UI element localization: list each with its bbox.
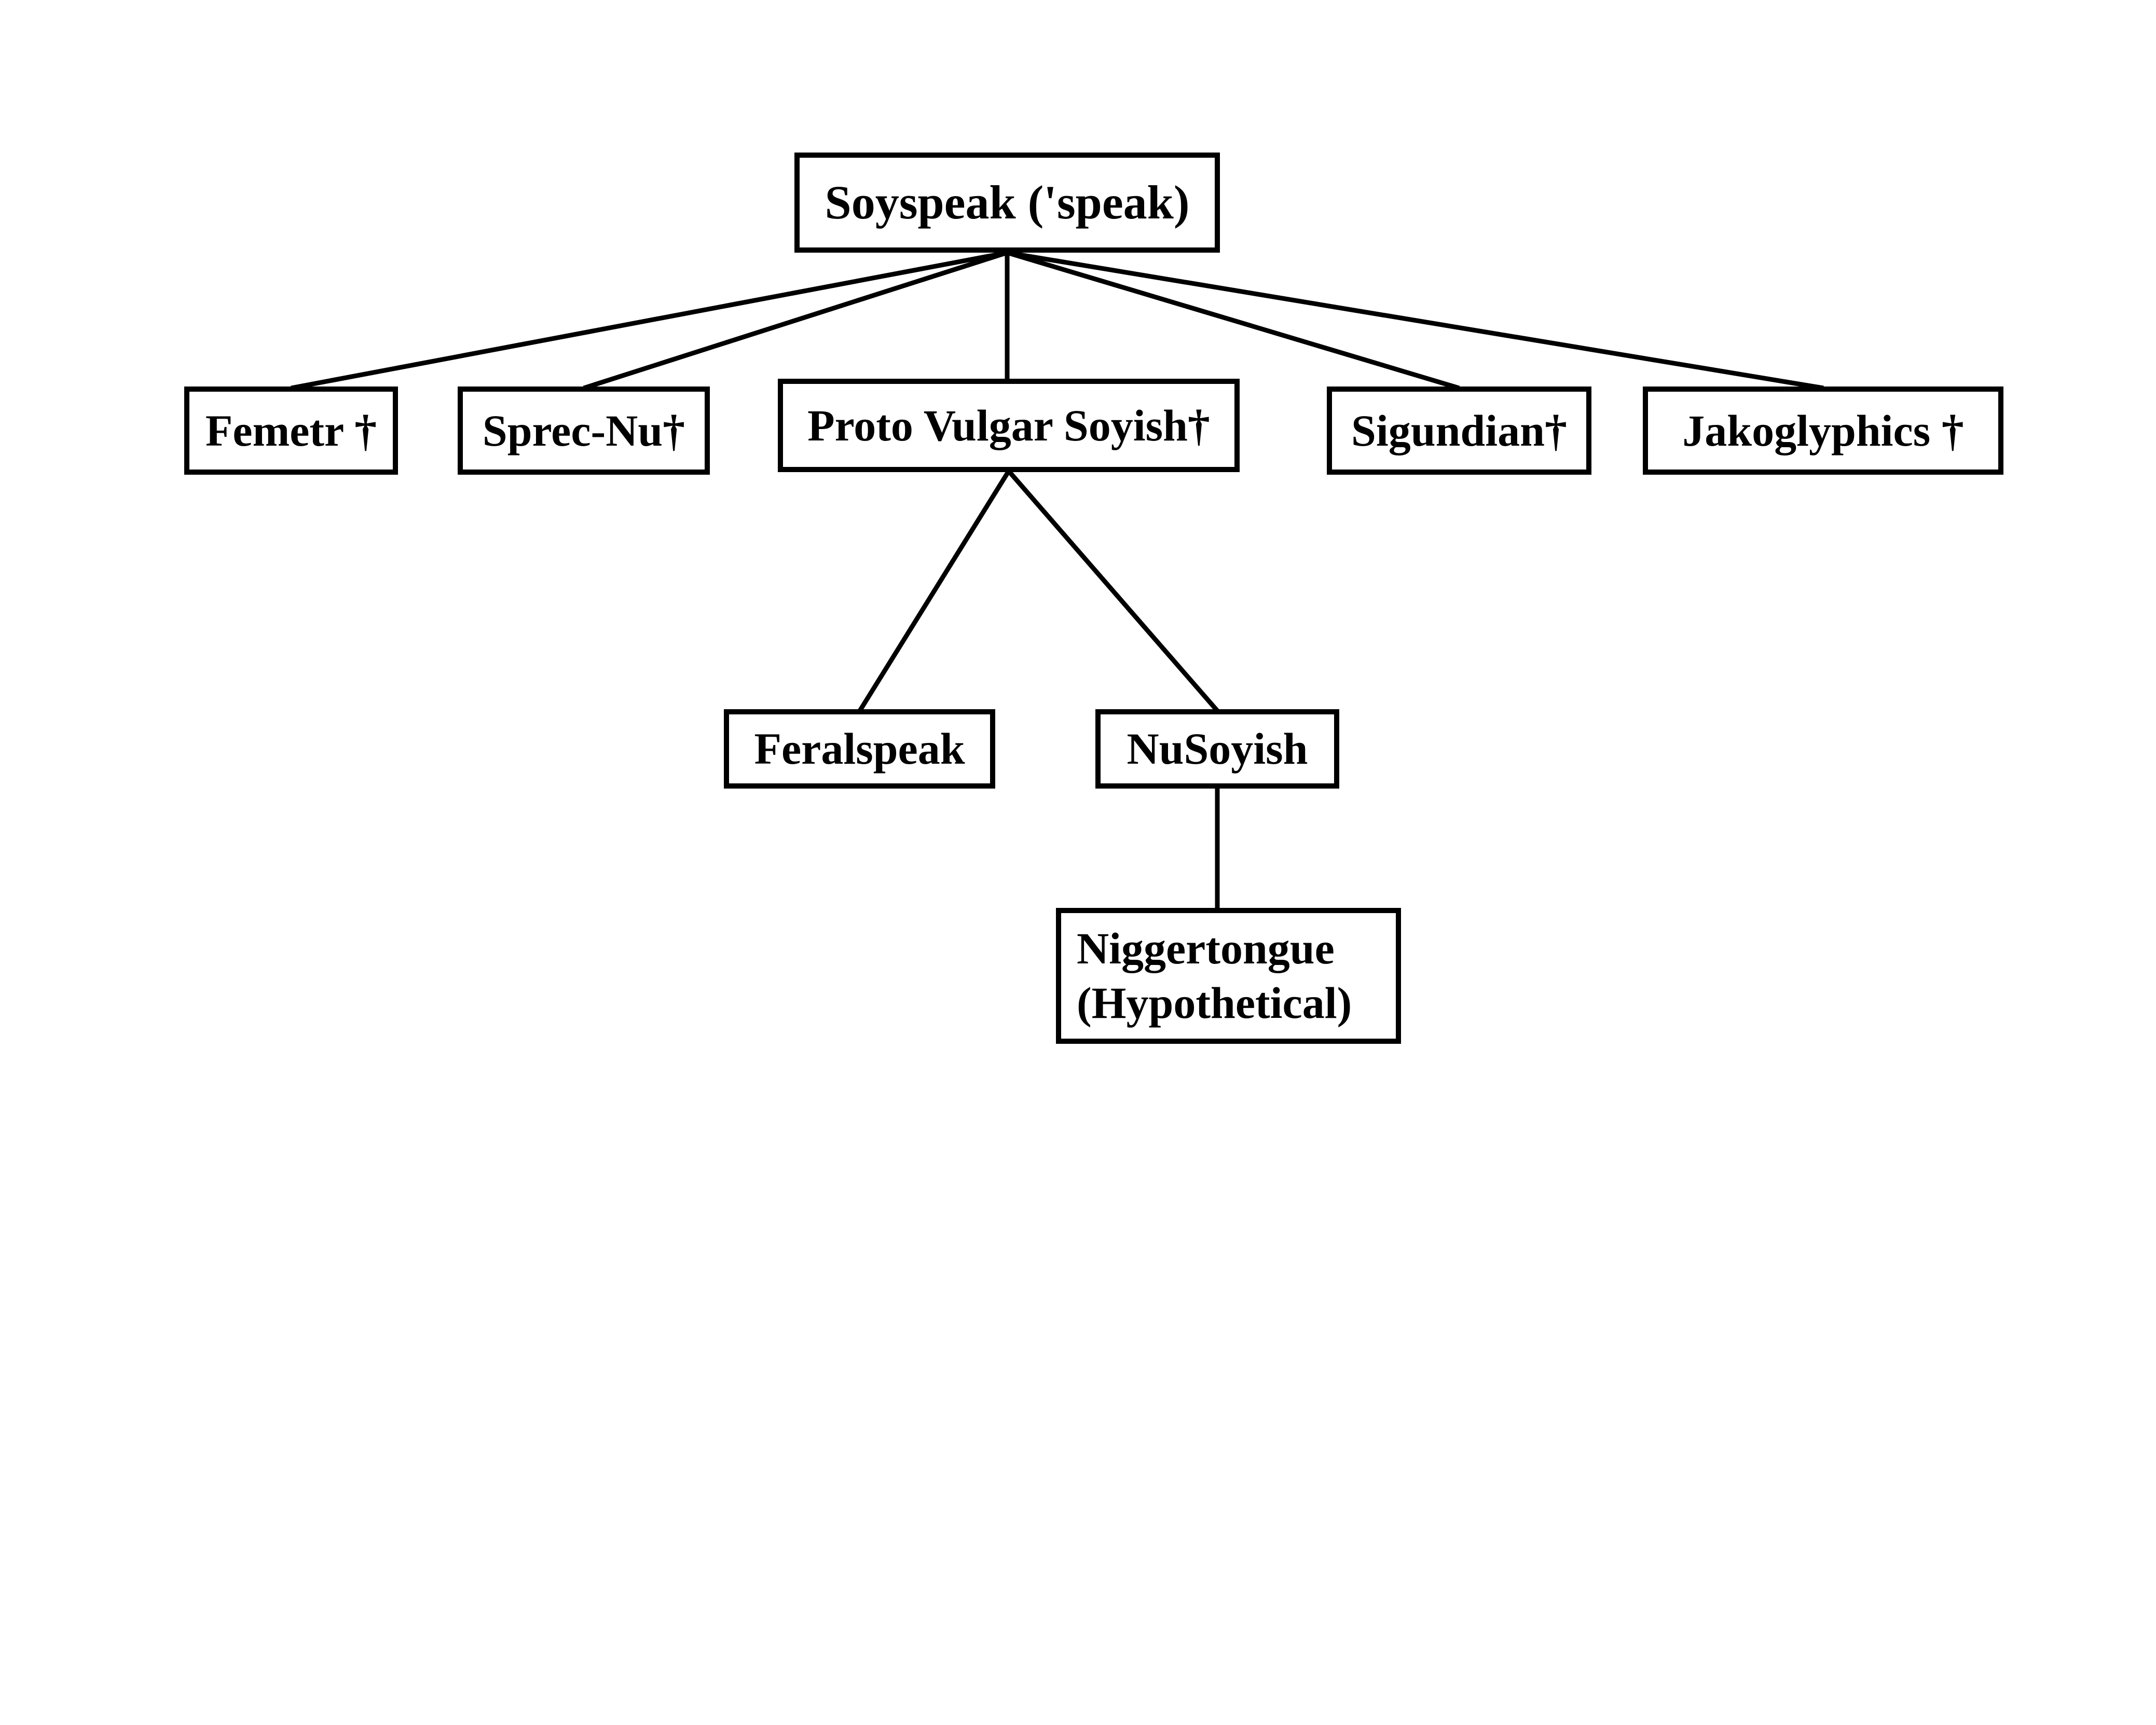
node-soyspeak: Soyspeak ('speak) xyxy=(794,153,1220,253)
node-jakoglyphics: Jakoglyphics † xyxy=(1643,387,2003,475)
node-hypothetical-tongue: Niggertongue (Hypothetical) xyxy=(1056,908,1401,1044)
node-sigundian: Sigundian† xyxy=(1327,387,1591,475)
node-label: Jakoglyphics † xyxy=(1682,405,1964,456)
edge-proto-feralspeak xyxy=(858,470,1011,712)
node-label: Soyspeak ('speak) xyxy=(825,176,1190,229)
node-nusoyish: NuSoyish xyxy=(1095,709,1339,789)
node-label: Feralspeak xyxy=(754,724,965,774)
node-label: Sprec-Nu† xyxy=(482,405,685,456)
node-label: Femetr † xyxy=(205,405,377,456)
node-proto-vulgar-soyish: Proto Vulgar Soyish† xyxy=(778,379,1240,472)
node-label: NuSoyish xyxy=(1127,724,1308,774)
node-label: Sigundian† xyxy=(1351,405,1567,456)
node-sprec-nu: Sprec-Nu† xyxy=(458,387,710,475)
edge-root-sigundian xyxy=(1006,250,1460,391)
node-label: Proto Vulgar Soyish† xyxy=(807,400,1210,450)
node-feralspeak: Feralspeak xyxy=(724,709,995,789)
node-femetr: Femetr † xyxy=(184,387,398,475)
edge-root-femetr xyxy=(291,250,1008,391)
node-label-line1: Niggertongue xyxy=(1077,923,1335,974)
edge-root-jakoglyphics xyxy=(1007,250,1824,391)
edge-proto-nusoyish xyxy=(1007,470,1219,712)
edge-root-sprec-nu xyxy=(583,250,1008,391)
node-label-line2: (Hypothetical) xyxy=(1077,978,1352,1028)
